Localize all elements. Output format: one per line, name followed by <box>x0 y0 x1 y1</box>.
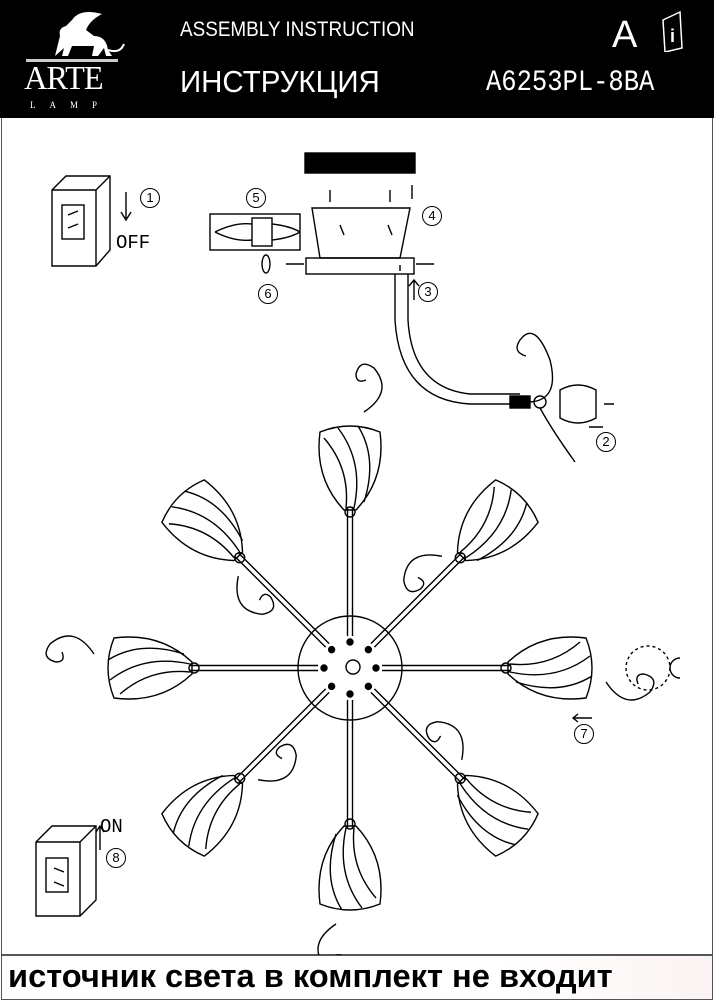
step-8-label: ON <box>100 816 123 838</box>
chandelier-arm <box>190 664 318 672</box>
chandelier-arm <box>234 688 330 784</box>
chandelier-arm <box>370 688 466 784</box>
assembly-diagram <box>35 152 681 958</box>
lamp-shade-icon <box>161 479 275 615</box>
step-1-label: OFF <box>116 232 151 254</box>
winged-lion-logo-icon <box>26 12 125 62</box>
step-6-badge: 6 <box>258 284 278 304</box>
model-number: A6253PL-8BA <box>486 66 655 100</box>
lamp-shade-icon <box>500 636 655 701</box>
arrow-up-icon <box>95 824 105 850</box>
step-1-badge: 1 <box>140 188 160 208</box>
diagram-frame <box>1 118 713 955</box>
step-7-badge: 7 <box>574 724 594 744</box>
step-3-badge: 3 <box>418 282 438 302</box>
chandelier-arm <box>382 664 510 672</box>
title-russian: ИНСТРУКЦИЯ <box>180 64 380 99</box>
bulbs-not-included-note: источник света в комплект не входит <box>8 958 613 994</box>
step-2-badge: 2 <box>596 432 616 452</box>
step-4-badge: 4 <box>422 206 442 226</box>
brand-sub: LAMP <box>30 100 112 110</box>
lamp-shade-icon <box>318 363 383 518</box>
chandelier-arm <box>346 700 354 828</box>
step-8-badge: 8 <box>106 848 126 868</box>
lamp-shade-icon <box>161 743 297 857</box>
language-letter: A <box>612 14 638 56</box>
chandelier-arm <box>234 552 330 648</box>
lamp-shade-icon <box>425 721 539 857</box>
svg-text:i: i <box>670 26 675 46</box>
title-english: ASSEMBLY INSTRUCTION <box>180 18 415 41</box>
lamp-shade-icon <box>45 635 200 700</box>
lamp-shade-icon <box>403 479 539 593</box>
switch-on-icon <box>35 825 97 917</box>
step-5-badge: 5 <box>246 188 266 208</box>
arrow-down-icon <box>120 192 132 222</box>
chandelier-arm <box>370 552 466 648</box>
switch-off-icon <box>51 175 111 267</box>
info-book-icon: i <box>662 10 683 52</box>
chandelier-arm <box>346 508 354 636</box>
header: ARTE LAMP ASSEMBLY INSTRUCTION ИНСТРУКЦИ… <box>0 0 714 118</box>
footer-note: источник света в комплект не входит <box>1 955 713 1000</box>
brand-logo: ARTE <box>24 60 104 97</box>
lamp-shade-icon <box>317 818 382 958</box>
